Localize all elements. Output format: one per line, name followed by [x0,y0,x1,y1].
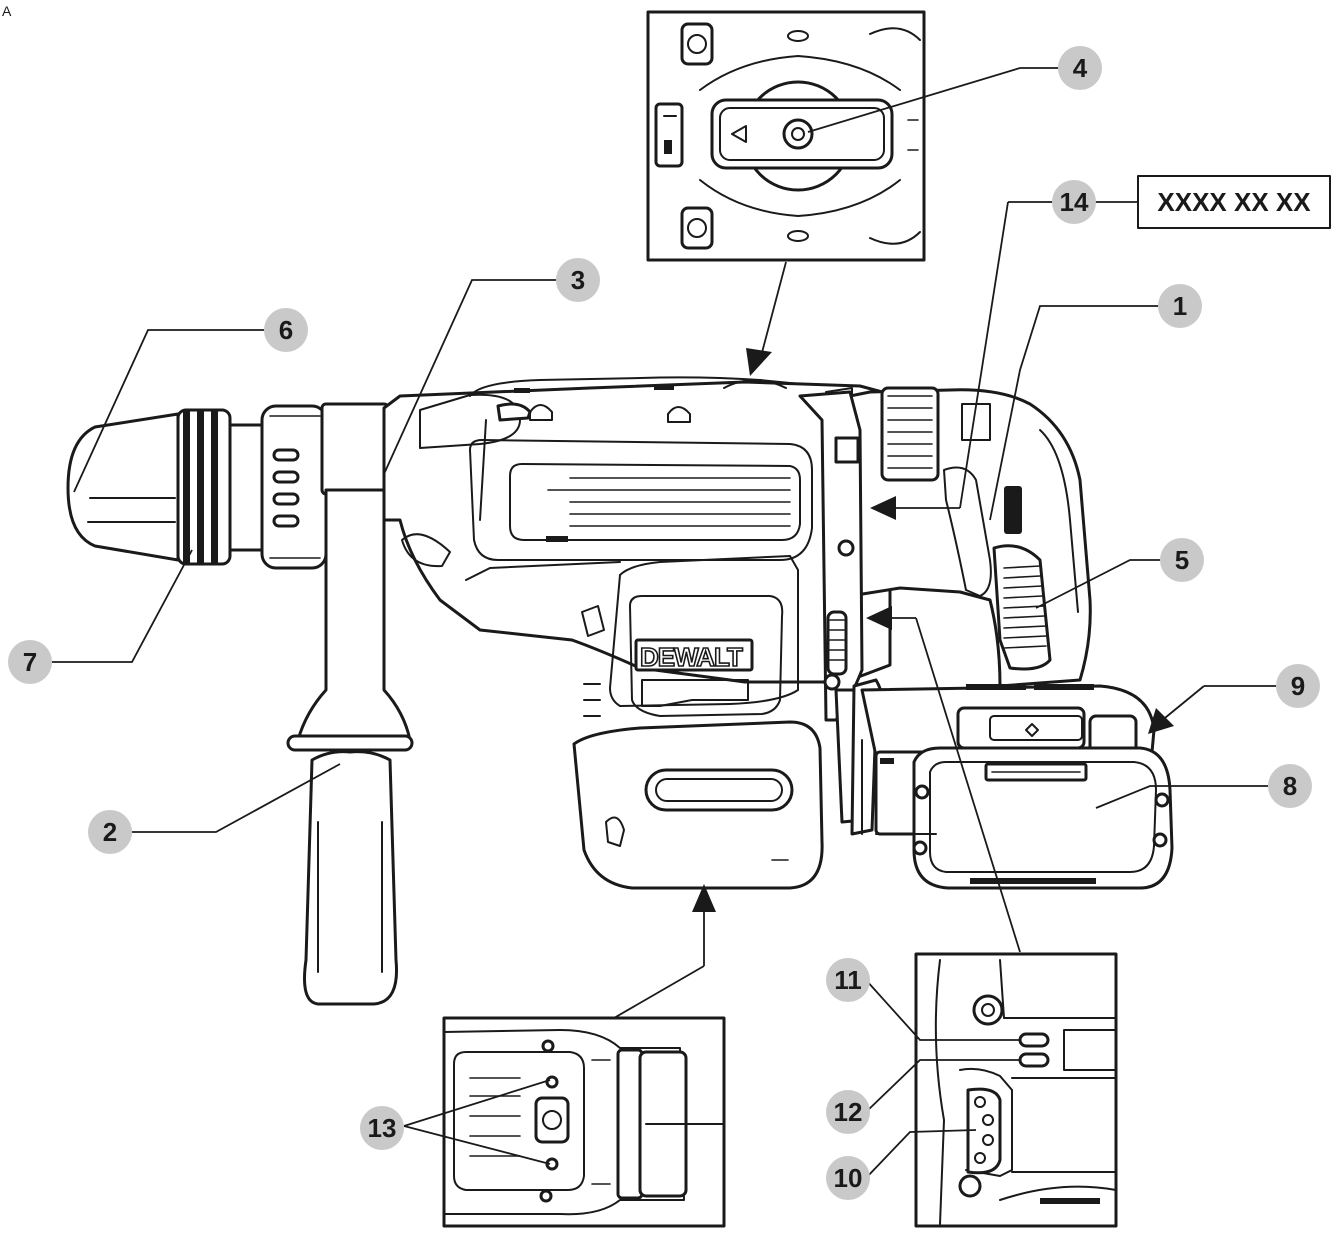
callout-5: 5 [1160,538,1204,582]
callout-8-label: 8 [1283,771,1297,801]
callout-13-label: 13 [368,1113,397,1143]
callout-6: 6 [264,308,308,352]
callout-13: 13 [360,1106,404,1150]
callout-4-label: 4 [1073,53,1088,83]
chuck-collar [176,408,232,566]
inset-lower-housing [442,1016,726,1228]
inset-switch-detail [914,952,1118,1228]
callout-3-label: 3 [571,265,585,295]
callout-9: 9 [1276,664,1320,708]
part-number-box: XXXX XX XX [1137,175,1331,229]
callout-9-label: 9 [1291,671,1305,701]
top-housing-details [469,376,853,423]
battery-pack [860,684,1174,890]
callout-4: 4 [1058,46,1102,90]
callout-3: 3 [556,258,600,302]
part-number-text: XXXX XX XX [1157,187,1311,217]
callout-10-label: 10 [834,1163,863,1193]
battery-rail [861,739,937,835]
brand-panel: DEWALT [581,555,799,717]
callout-7-label: 7 [23,647,37,677]
callout-7: 7 [8,640,52,684]
vent-panel [469,439,813,561]
lower-housing [572,720,824,890]
callout-2-label: 2 [103,817,117,847]
pointer-arrows [613,201,1276,1019]
callout-5-label: 5 [1175,545,1189,575]
rear-handle [818,386,1092,688]
callout-14: 14 [1052,180,1096,224]
callout-11-label: 11 [834,965,862,995]
side-handle [286,402,414,1006]
leader-lines [52,67,1268,1179]
callout-2: 2 [88,810,132,854]
gear-housing [382,380,892,684]
chuck-body [228,404,328,570]
callout-6-label: 6 [279,315,293,345]
callout-1: 1 [1158,284,1202,328]
callout-10: 10 [826,1156,870,1200]
callout-12-label: 12 [834,1097,863,1127]
inset-mode-selector [646,10,926,262]
callout-8: 8 [1268,764,1312,808]
callout-11: 11 [826,958,870,1002]
callout-1-label: 1 [1173,291,1187,321]
figure-letter: A [2,3,12,19]
rotary-hammer: DEWALT [66,376,1174,1006]
callout-14-label: 14 [1060,187,1089,217]
brand-logo: DEWALT [640,642,743,672]
callout-12: 12 [826,1090,870,1134]
chuck-nose [66,412,180,562]
